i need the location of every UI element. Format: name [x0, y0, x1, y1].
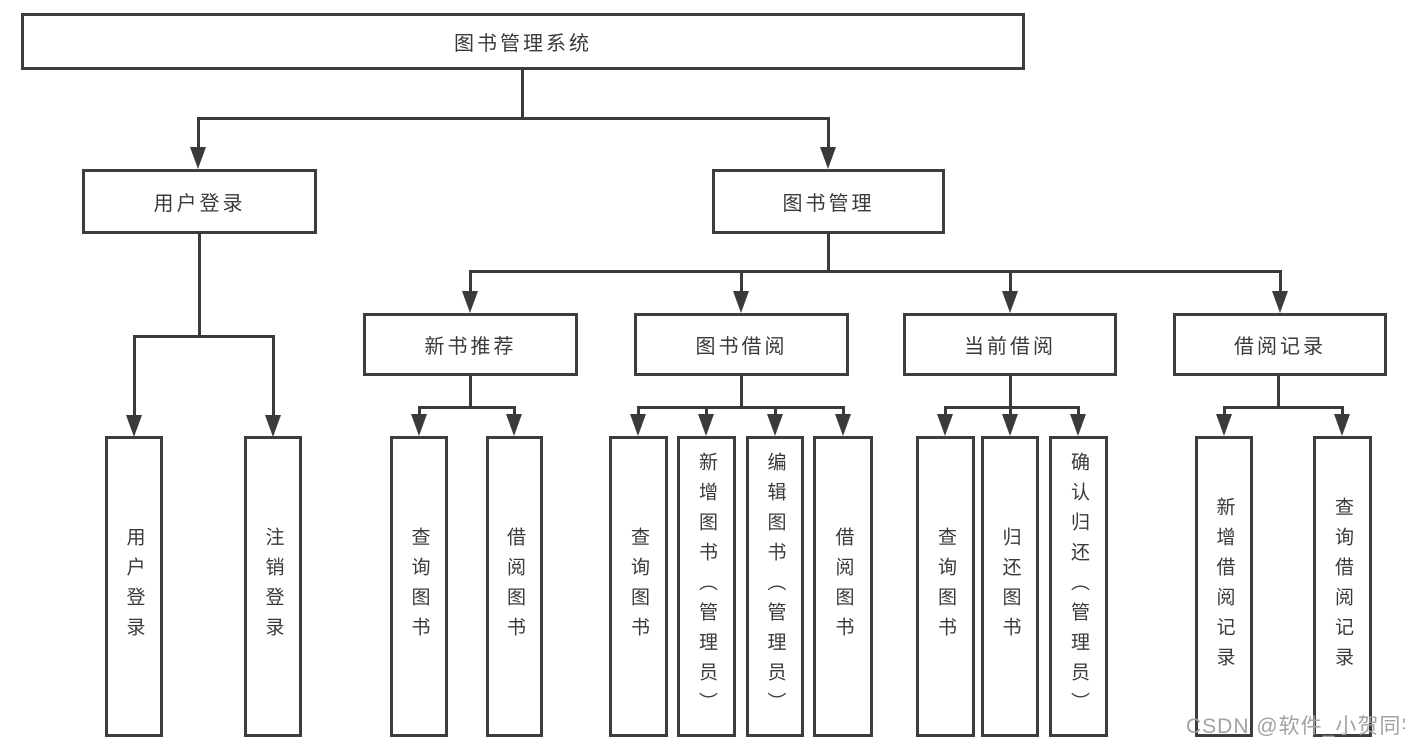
connector-drop-leaf	[1077, 406, 1080, 418]
leaf-borrow-query-books-label: 查询图书	[628, 526, 649, 647]
branch-user-login-label: 用户登录	[153, 193, 246, 215]
arrowhead-icon	[190, 147, 206, 169]
arrowhead-icon	[1002, 414, 1018, 436]
connector-drop-leaf	[1223, 406, 1226, 418]
arrowhead-icon	[698, 414, 714, 436]
connector-drop-leaf	[513, 406, 516, 418]
leaf-current-query-books-box: 查询图书	[916, 436, 975, 737]
connector-records-rail	[1223, 406, 1344, 409]
connector-drop-leaf	[133, 335, 136, 417]
connector-drop-leaf	[1009, 406, 1012, 418]
connector-records-stem	[1277, 376, 1280, 409]
leaf-return-book-box: 归还图书	[981, 436, 1039, 737]
arrowhead-icon	[1334, 414, 1350, 436]
leaf-borrow-books-label: 借阅图书	[832, 526, 854, 647]
connector-drop-leaf	[705, 406, 708, 418]
leaf-borrow-books-box: 借阅图书	[813, 436, 873, 737]
arrowhead-icon	[1216, 414, 1232, 436]
leaf-user-login-box: 用户登录	[105, 436, 163, 737]
connector-drop-leaf	[272, 335, 275, 417]
node-new-book-recommend-box: 新书推荐	[363, 313, 578, 376]
connector-drop-leaf	[774, 406, 777, 418]
leaf-query-borrow-record-label: 查询借阅记录	[1332, 496, 1353, 677]
connector-drop-leaf	[842, 406, 845, 418]
connector-current-rail	[944, 406, 1080, 409]
node-current-borrow-box: 当前借阅	[903, 313, 1117, 376]
leaf-add-borrow-record-box: 新增借阅记录	[1195, 436, 1253, 737]
connector-root-rail	[197, 117, 830, 120]
connector-drop-new-book	[469, 270, 472, 294]
branch-book-management-box: 图书管理	[712, 169, 945, 234]
connector-drop-book-management	[827, 117, 830, 151]
arrowhead-icon	[506, 414, 522, 436]
leaf-query-borrow-record-box: 查询借阅记录	[1313, 436, 1372, 737]
connector-recommend-stem	[469, 376, 472, 409]
node-borrow-records-label: 借阅记录	[1234, 336, 1326, 358]
connector-borrow-stem	[740, 376, 743, 409]
node-borrow-records-box: 借阅记录	[1173, 313, 1387, 376]
leaf-edit-book-admin-box: 编辑图书（管理员）	[746, 436, 804, 737]
root-label: 图书管理系统	[454, 33, 592, 55]
branch-user-login-box: 用户登录	[82, 169, 317, 234]
branch-book-management-label: 图书管理	[782, 193, 875, 215]
leaf-recommend-borrow-books-box: 借阅图书	[486, 436, 543, 737]
connector-login-rail	[133, 335, 275, 338]
leaf-add-book-admin-label: 新增图书（管理员）	[696, 451, 717, 722]
connector-current-stem	[1009, 376, 1012, 409]
leaf-confirm-return-admin-label: 确认归还（管理员）	[1068, 451, 1089, 722]
root-box: 图书管理系统	[21, 13, 1025, 70]
node-new-book-recommend-label: 新书推荐	[424, 336, 517, 358]
leaf-logout-box: 注销登录	[244, 436, 302, 737]
connector-root-stem	[521, 69, 524, 120]
connector-mgmt-stem	[827, 233, 830, 273]
connector-drop-leaf	[637, 406, 640, 418]
leaf-user-login-label: 用户登录	[123, 526, 145, 647]
connector-drop-leaf	[418, 406, 421, 418]
leaf-return-book-label: 归还图书	[999, 526, 1021, 647]
arrowhead-icon	[767, 414, 783, 436]
connector-login-stem	[198, 233, 201, 338]
leaf-confirm-return-admin-box: 确认归还（管理员）	[1049, 436, 1108, 737]
leaf-logout-label: 注销登录	[262, 526, 284, 647]
leaf-recommend-query-books-box: 查询图书	[390, 436, 448, 737]
leaf-recommend-borrow-books-label: 借阅图书	[504, 526, 525, 647]
arrowhead-icon	[1002, 291, 1018, 313]
watermark-text: CSDN @软件_小贺同学	[1186, 715, 1405, 738]
arrowhead-icon	[1272, 291, 1288, 313]
arrowhead-icon	[733, 291, 749, 313]
connector-drop-borrow-records	[1279, 270, 1282, 294]
connector-drop-leaf	[944, 406, 947, 418]
connector-drop-leaf	[1341, 406, 1344, 418]
connector-borrow-rail	[637, 406, 845, 409]
arrowhead-icon	[630, 414, 646, 436]
leaf-current-query-books-label: 查询图书	[935, 526, 956, 647]
arrowhead-icon	[820, 147, 836, 169]
leaf-borrow-query-books-box: 查询图书	[609, 436, 668, 737]
leaf-edit-book-admin-label: 编辑图书（管理员）	[764, 451, 786, 722]
connector-mgmt-rail	[469, 270, 1282, 273]
connector-drop-current-borrow	[1009, 270, 1012, 294]
connector-recommend-rail	[418, 406, 516, 409]
leaf-add-borrow-record-label: 新增借阅记录	[1213, 496, 1235, 677]
leaf-recommend-query-books-label: 查询图书	[408, 526, 430, 647]
node-book-borrow-box: 图书借阅	[634, 313, 849, 376]
arrowhead-icon	[462, 291, 478, 313]
arrowhead-icon	[835, 414, 851, 436]
connector-drop-book-borrow	[740, 270, 743, 294]
node-book-borrow-label: 图书借阅	[695, 336, 788, 358]
node-current-borrow-label: 当前借阅	[964, 336, 1056, 358]
leaf-add-book-admin-box: 新增图书（管理员）	[677, 436, 736, 737]
arrowhead-icon	[411, 414, 427, 436]
arrowhead-icon	[265, 415, 281, 437]
arrowhead-icon	[1070, 414, 1086, 436]
connector-drop-user-login	[197, 117, 200, 151]
arrowhead-icon	[126, 415, 142, 437]
arrowhead-icon	[937, 414, 953, 436]
